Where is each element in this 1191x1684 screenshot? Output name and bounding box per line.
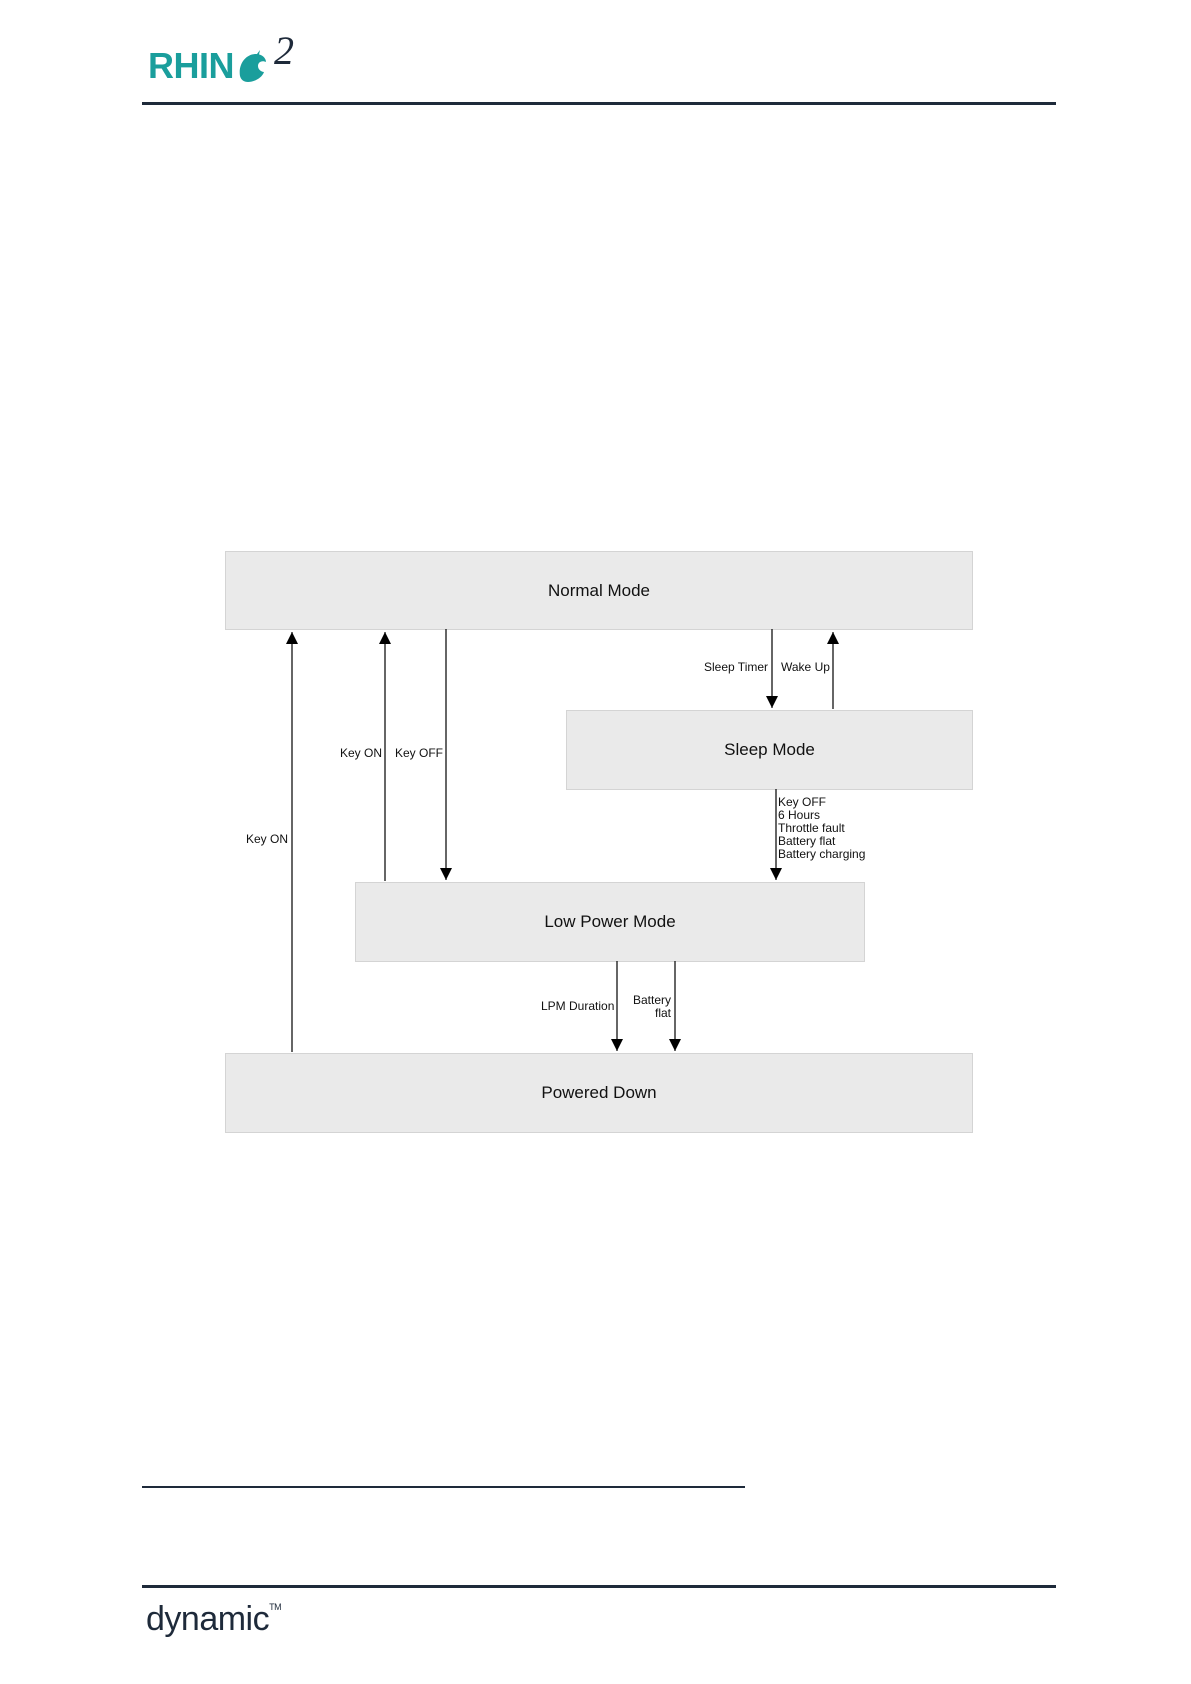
label-key-off-normal: Key OFF (395, 747, 443, 760)
label-lpm-duration: LPM Duration (541, 1000, 614, 1013)
label-sleep-timer: Sleep Timer (704, 661, 768, 674)
label-sleep-to-low-conditions: Key OFF 6 Hours Throttle fault Battery f… (778, 796, 865, 861)
footnote-rule (142, 1486, 745, 1488)
label-battery-flat: Battery flat (633, 994, 671, 1020)
trademark-mark: TM (269, 1602, 281, 1612)
footer-brand-text: dynamic (146, 1600, 269, 1638)
label-key-on-low-power: Key ON (340, 747, 382, 760)
label-key-on-powered-down: Key ON (246, 833, 288, 846)
label-battery-flat-line2: flat (633, 1007, 671, 1020)
condition-battery-charging: Battery charging (778, 848, 865, 861)
footer-rule (142, 1585, 1056, 1588)
dynamic-logo: dynamicTM (146, 1600, 281, 1639)
label-wake-up: Wake Up (781, 661, 830, 674)
